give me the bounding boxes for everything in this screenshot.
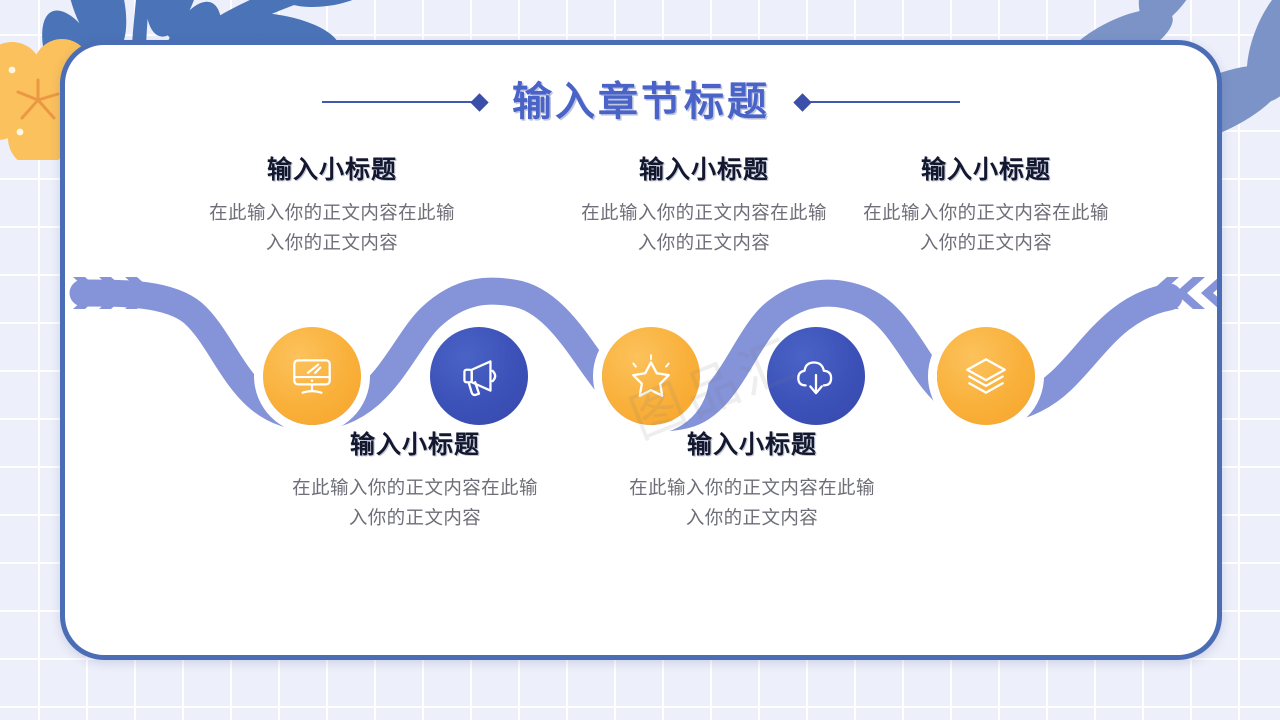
- flow-node-title-4: 输入小标题: [686, 430, 817, 459]
- flow-node-title-1: 输入小标题: [266, 155, 397, 184]
- title-rule-right-icon: [793, 92, 960, 112]
- page-title: 输入章节标题: [512, 78, 770, 125]
- flow-node-circle-4[interactable]: [767, 327, 865, 425]
- flow-node-title-2: 输入小标题: [349, 430, 480, 459]
- flow-node-body-5: 在此输入你的正文内容在此输入你的正文内容: [863, 204, 1109, 254]
- flow-node-text-3: 输入小标题 在此输入你的正文内容在此输入你的正文内容: [580, 150, 828, 260]
- title-rule-left-icon: [322, 92, 489, 112]
- megaphone-icon: [463, 360, 497, 397]
- flow-node-body-2: 在此输入你的正文内容在此输入你的正文内容: [292, 479, 538, 529]
- desktop-monitor-icon: [293, 359, 331, 394]
- flow-node-body-3: 在此输入你的正文内容在此输入你的正文内容: [581, 204, 827, 254]
- section-title-row: 输入章节标题: [65, 81, 1217, 123]
- chevron-right-group-icon: [1149, 277, 1217, 309]
- flow-node-circle-1[interactable]: [263, 327, 361, 425]
- flow-node-circle-3[interactable]: [602, 327, 700, 425]
- flow-node-body-4: 在此输入你的正文内容在此输入你的正文内容: [629, 479, 875, 529]
- layers-stack-icon: [966, 358, 1006, 394]
- flow-node-text-2: 输入小标题 在此输入你的正文内容在此输入你的正文内容: [291, 425, 539, 535]
- slide-card: 输入章节标题 输入小: [60, 40, 1222, 660]
- star-sparkle-icon: [632, 354, 670, 397]
- flow-node-title-5: 输入小标题: [920, 155, 1051, 184]
- flow-node-text-5: 输入小标题 在此输入你的正文内容在此输入你的正文内容: [862, 150, 1110, 260]
- flow-node-text-1: 输入小标题 在此输入你的正文内容在此输入你的正文内容: [208, 150, 456, 260]
- flow-node-title-3: 输入小标题: [638, 155, 769, 184]
- flow-node-circle-5[interactable]: [937, 327, 1035, 425]
- flow-node-body-1: 在此输入你的正文内容在此输入你的正文内容: [209, 204, 455, 254]
- chevron-left-group-icon: [73, 277, 155, 309]
- cloud-download-icon: [797, 361, 833, 395]
- flow-node-circle-2[interactable]: [430, 327, 528, 425]
- flow-node-text-4: 输入小标题 在此输入你的正文内容在此输入你的正文内容: [628, 425, 876, 535]
